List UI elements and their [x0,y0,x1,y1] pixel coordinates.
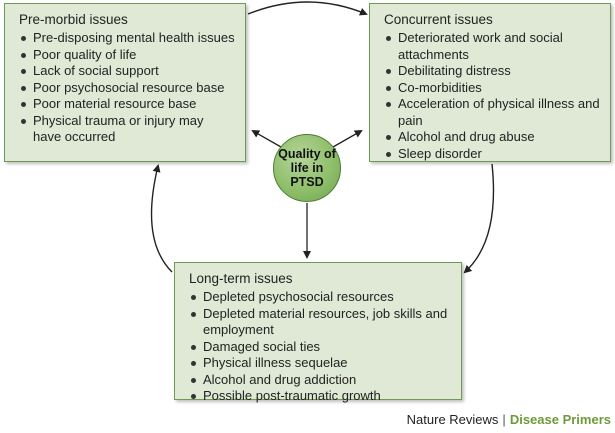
footer-separator: | [502,412,506,427]
center-label: Quality of life in PTSD [278,147,336,189]
list-item: Lack of social support [19,63,235,80]
list-item: Physical trauma or injury may have occur… [19,113,235,146]
concurrent-issues-box: Concurrent issues Deteriorated work and … [369,3,611,162]
arrow-longterm-to-premorbid [150,164,173,273]
arrow-concurrent-to-longterm [463,163,495,274]
list-item: Depleted psychosocial resources [189,289,451,306]
premorbid-list: Pre-disposing mental health issues Poor … [19,30,235,146]
longterm-list: Depleted psychosocial resources Depleted… [189,289,451,405]
list-item: Alcohol and drug addiction [189,372,451,389]
arrow-premorbid-to-concurrent [247,1,368,16]
list-item: Poor psychosocial resource base [19,80,235,97]
longterm-title: Long-term issues [189,271,293,286]
longterm-issues-box: Long-term issues Depleted psychosocial r… [174,262,462,403]
list-item: Debilitating distress [384,63,600,80]
list-item: Deteriorated work and social attachments [384,30,600,63]
concurrent-list: Deteriorated work and social attachments… [384,30,600,162]
list-item: Physical illness sequelae [189,355,451,372]
list-item: Sleep disorder [384,146,600,163]
list-item: Co-morbidities [384,80,600,97]
arrow-center-to-concurrent [332,130,363,148]
list-item: Depleted material resources, job skills … [189,306,451,339]
concurrent-title: Concurrent issues [384,12,493,27]
footer-journal: Disease Primers [509,412,611,427]
list-item: Acceleration of physical illness and pai… [384,96,600,129]
footer-credit: Nature Reviews|Disease Primers [407,411,611,429]
list-item: Poor quality of life [19,47,235,64]
footer-publisher: Nature Reviews [406,412,499,427]
premorbid-issues-box: Pre-morbid issues Pre-disposing mental h… [4,3,246,162]
quality-of-life-circle: Quality of life in PTSD [273,134,341,202]
list-item: Poor material resource base [19,96,235,113]
list-item: Alcohol and drug abuse [384,129,600,146]
list-item: Possible post-traumatic growth [189,388,451,405]
list-item: Damaged social ties [189,339,451,356]
list-item: Pre-disposing mental health issues [19,30,235,47]
premorbid-title: Pre-morbid issues [19,12,128,27]
arrow-center-to-premorbid [251,130,282,148]
